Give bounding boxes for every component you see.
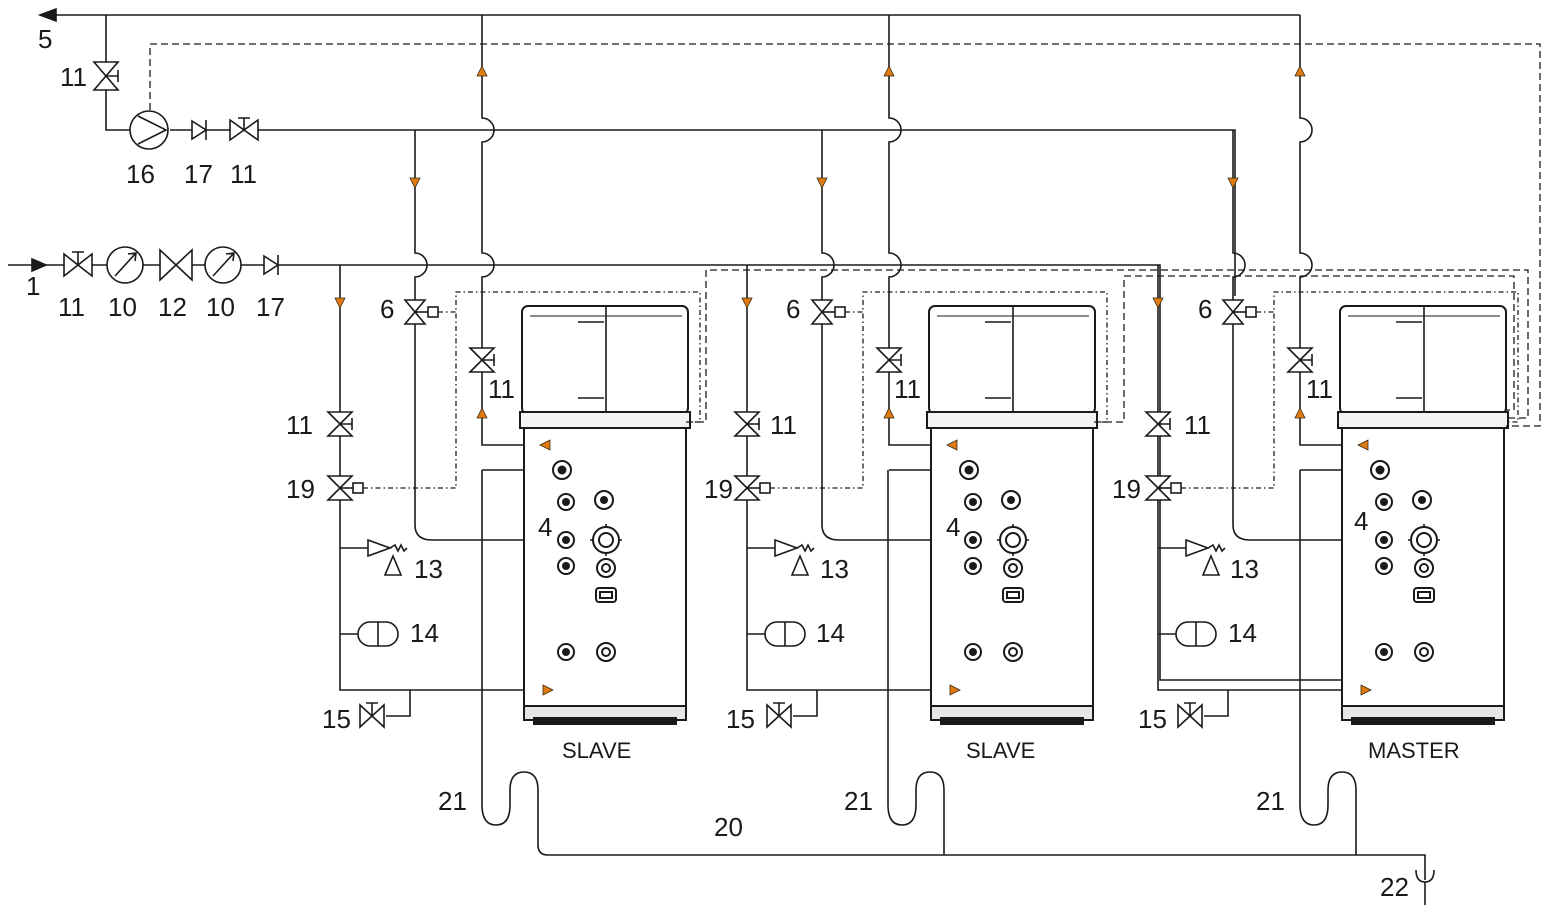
label-check-valve: 17 bbox=[256, 292, 285, 322]
shutoff-valve-icon bbox=[63, 251, 93, 278]
inlet-arrow-icon bbox=[31, 257, 49, 273]
label-gauge: 10 bbox=[206, 292, 235, 322]
outlet-arrow-icon bbox=[37, 7, 57, 23]
pressure-gauge-icon bbox=[106, 246, 144, 284]
pressure-reducer-icon bbox=[159, 248, 193, 282]
label-expansion-vessel: 14 bbox=[1228, 618, 1257, 648]
label-three-way-valve: 6 bbox=[786, 294, 800, 324]
circulation-pump-icon bbox=[129, 110, 169, 150]
label-valve: 11 bbox=[286, 410, 313, 440]
label-check-valve: 17 bbox=[184, 159, 213, 189]
unit-1-caption: SLAVE bbox=[562, 738, 631, 763]
shutoff-valve-icon bbox=[92, 61, 120, 91]
label-three-way-valve: 6 bbox=[1198, 294, 1212, 324]
label-valve: 11 bbox=[230, 159, 257, 189]
label-valve: 11 bbox=[1306, 374, 1333, 404]
main-pipes bbox=[8, 7, 1370, 681]
unit-1 bbox=[327, 14, 701, 729]
label-pump: 16 bbox=[126, 159, 155, 189]
label-mixing-valve: 19 bbox=[286, 474, 315, 504]
drain-collector bbox=[481, 470, 1435, 905]
supply-symbols bbox=[63, 61, 280, 284]
label-expansion-vessel: 14 bbox=[410, 618, 439, 648]
unit-3-caption: MASTER bbox=[1368, 738, 1460, 763]
label-mixing-valve: 19 bbox=[1112, 474, 1141, 504]
label-valve: 11 bbox=[60, 62, 87, 92]
label-valve: 11 bbox=[58, 292, 85, 322]
labels: 5 11 16 17 11 1 11 10 12 10 17 6 11 11 1… bbox=[26, 24, 1460, 902]
unit-2 bbox=[734, 14, 1108, 729]
label-siphon: 21 bbox=[844, 786, 873, 816]
label-gauge: 10 bbox=[108, 292, 137, 322]
unit-2-caption: SLAVE bbox=[966, 738, 1035, 763]
control-lines bbox=[149, 43, 1541, 427]
check-valve-icon bbox=[191, 119, 208, 141]
label-mixing-valve: 19 bbox=[704, 474, 733, 504]
label-drain-valve: 15 bbox=[1138, 704, 1167, 734]
pressure-gauge-icon bbox=[204, 246, 242, 284]
label-siphon: 21 bbox=[438, 786, 467, 816]
label-expansion-vessel: 14 bbox=[816, 618, 845, 648]
label-funnel: 22 bbox=[1380, 872, 1409, 902]
label-valve: 11 bbox=[488, 374, 515, 404]
shutoff-valve-icon bbox=[229, 117, 259, 142]
label-reducer: 12 bbox=[158, 292, 187, 322]
label-return-out: 5 bbox=[38, 24, 52, 54]
label-safety-valve: 13 bbox=[1230, 554, 1259, 584]
unit-3 bbox=[1145, 14, 1519, 729]
label-sensor-port: 4 bbox=[538, 512, 552, 542]
label-drain-collector: 20 bbox=[714, 812, 743, 842]
label-three-way-valve: 6 bbox=[380, 294, 394, 324]
check-valve-icon bbox=[263, 254, 280, 276]
label-sensor-port: 4 bbox=[946, 512, 960, 542]
label-valve: 11 bbox=[770, 410, 797, 440]
label-inlet: 1 bbox=[26, 271, 40, 301]
label-valve: 11 bbox=[1184, 410, 1211, 440]
label-sensor-port: 4 bbox=[1354, 506, 1368, 536]
label-drain-valve: 15 bbox=[322, 704, 351, 734]
label-siphon: 21 bbox=[1256, 786, 1285, 816]
label-valve: 11 bbox=[894, 374, 921, 404]
label-safety-valve: 13 bbox=[820, 554, 849, 584]
label-safety-valve: 13 bbox=[414, 554, 443, 584]
label-drain-valve: 15 bbox=[726, 704, 755, 734]
